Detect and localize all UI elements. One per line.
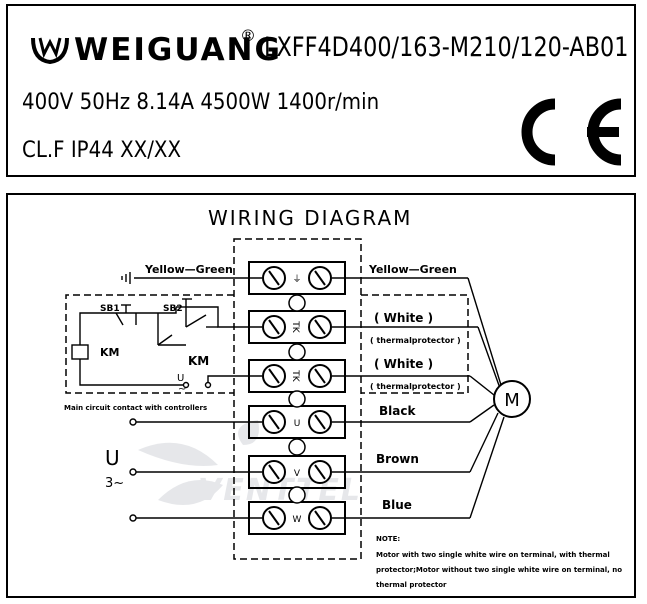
right-wiring: [332, 277, 505, 519]
registered-mark: ®: [240, 26, 256, 45]
electrical-specs: 400V 50Hz 8.14A 4500W 1400r/min: [22, 90, 380, 115]
white-label-2: ( White ): [374, 357, 433, 371]
terminal-block-outline: [233, 238, 362, 560]
km-coil-label: KM: [100, 346, 119, 359]
left-terminal-dots: [129, 381, 212, 522]
diagram-title: WIRING DIAGRAM: [208, 206, 412, 230]
note-line-1: Motor with two single white wire on term…: [376, 551, 610, 559]
blue-label: Blue: [382, 498, 412, 512]
black-label: Black: [379, 404, 416, 418]
wiring-diagram-panel: VENTTEL WIRING DIAGRAM: [6, 193, 636, 598]
main-circuit-note: Main circuit contact with controllers: [64, 404, 207, 412]
terminal-mark-v: V: [294, 469, 301, 479]
terminal-mark-tk2: TK: [290, 369, 300, 382]
km-contact-label: KM: [188, 354, 209, 368]
left-wiring: [71, 272, 262, 519]
model-number: LXFF4D400/163-M210/120-AB01: [264, 32, 629, 63]
note-heading: NOTE:: [376, 535, 400, 543]
control-circuit-outline: [65, 294, 469, 394]
thermal-label-2: ( thermalprotector ): [370, 382, 461, 391]
thermal-label-1: ( thermalprotector ): [370, 336, 461, 345]
screw-slots: [268, 270, 326, 526]
sb1-label: SB1: [100, 304, 120, 314]
note-line-3: thermal protector: [376, 581, 447, 589]
brown-label: Brown: [376, 452, 419, 466]
wiring-diagram: VENTTEL WIRING DIAGRAM: [64, 206, 622, 589]
sb2-label: SB2: [163, 304, 183, 314]
supply-phase-label: 3~: [105, 476, 124, 491]
terminal-mark-tk1: TK: [290, 320, 300, 333]
ce-mark-icon: [521, 98, 622, 166]
ground-label-left: Yellow—Green: [144, 263, 233, 276]
ground-label-right: Yellow—Green: [368, 263, 457, 276]
control-u-tilde: ~: [178, 384, 186, 395]
class-rating: CL.F IP44 XX/XX: [22, 138, 182, 163]
supply-u-label: U: [105, 446, 120, 470]
control-u-label: U: [177, 373, 184, 384]
note-line-2: protector;Motor without two single white…: [376, 566, 622, 574]
white-label-1: ( White ): [374, 311, 433, 325]
terminal-mark-w: W: [293, 515, 302, 525]
terminal-mark-ground: ⏚: [292, 274, 301, 285]
link-circles: [288, 294, 306, 504]
weiguang-logo-icon: [31, 37, 69, 65]
brand-name: WEIGUANG: [74, 32, 282, 68]
motor-label: M: [504, 390, 520, 411]
nameplate-label: WEIGUANG ® LXFF4D400/163-M210/120-AB01 4…: [6, 4, 636, 177]
terminal-mark-u: U: [294, 419, 301, 429]
motor-symbol: [493, 380, 531, 418]
